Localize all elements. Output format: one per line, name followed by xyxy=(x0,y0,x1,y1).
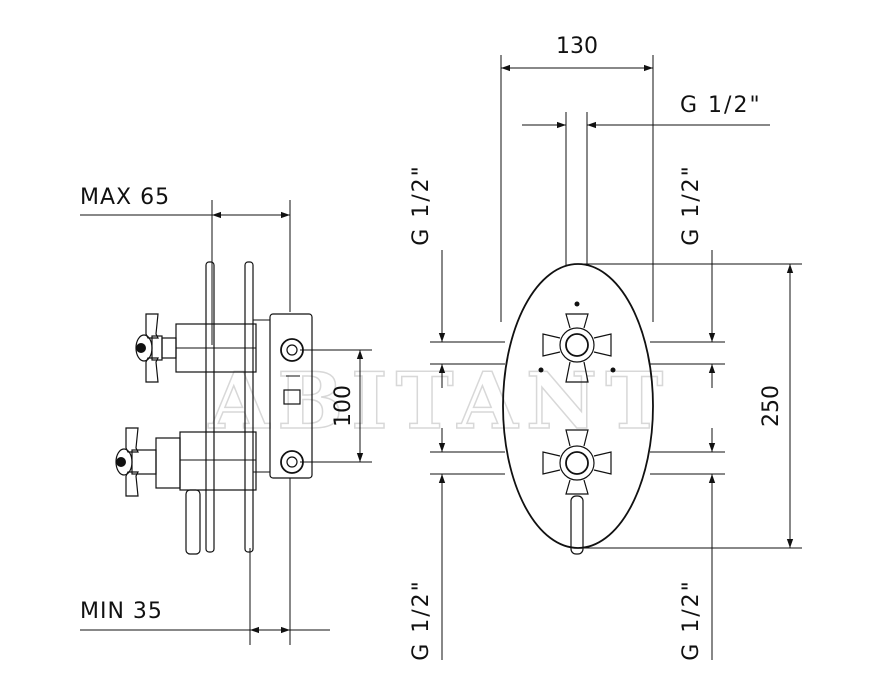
right-bottom-connection-label: G 1/2" xyxy=(679,579,704,661)
right-top-connection-label: G 1/2" xyxy=(679,164,704,246)
front-view: 130 G 1/2" 250 xyxy=(409,34,802,661)
top-connection-label: G 1/2" xyxy=(680,93,762,118)
min-depth-label: MIN 35 xyxy=(80,599,163,624)
side-view: MAX 65 MIN 35 100 xyxy=(80,185,372,645)
spacing-label: 100 xyxy=(331,385,356,427)
height-label: 250 xyxy=(759,385,784,427)
left-bottom-connection-label: G 1/2" xyxy=(409,579,434,661)
upper-cross-handle-icon xyxy=(538,301,616,383)
lower-cross-handle-side xyxy=(115,427,157,497)
escutcheon-plate xyxy=(502,263,654,549)
max-depth-label: MAX 65 xyxy=(80,185,170,210)
upper-port-icon xyxy=(280,338,304,362)
lower-cross-handle-icon xyxy=(542,429,612,555)
width-label: 130 xyxy=(556,34,598,59)
watermark-text: ABITANT xyxy=(208,356,672,447)
lower-port-icon xyxy=(280,450,304,474)
left-top-connection-label: G 1/2" xyxy=(409,164,434,246)
upper-cross-handle-side xyxy=(135,313,163,383)
